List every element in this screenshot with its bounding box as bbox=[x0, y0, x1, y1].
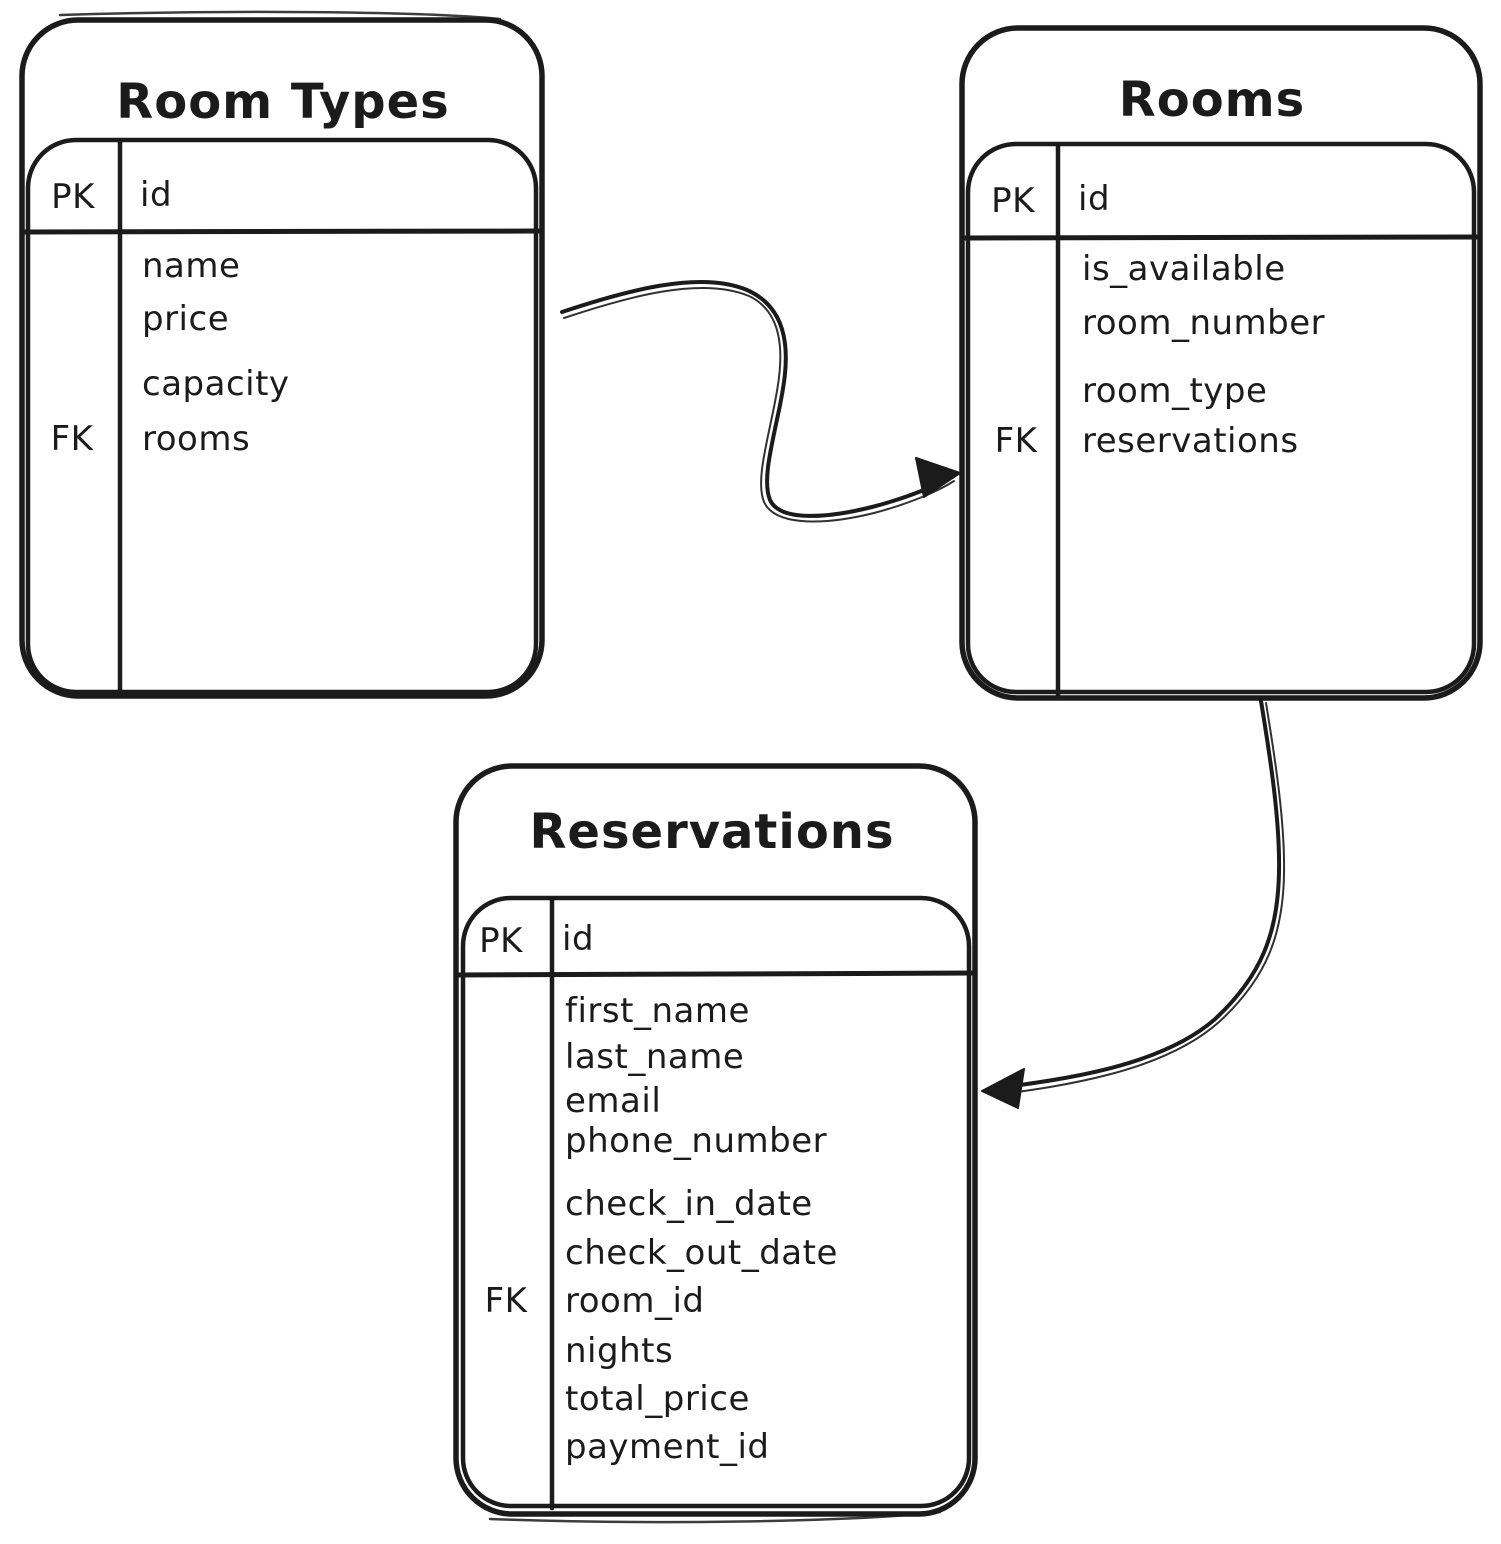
arrowhead-icon bbox=[981, 1068, 1025, 1109]
field-row: capacity bbox=[142, 364, 290, 404]
fk-label: FK bbox=[995, 421, 1039, 461]
field-row: total_price bbox=[565, 1379, 750, 1419]
field-row: name bbox=[142, 246, 240, 286]
field-row: check_out_date bbox=[565, 1233, 838, 1273]
attributes-outline bbox=[965, 141, 1477, 695]
field-name: payment_id bbox=[565, 1427, 769, 1467]
table-outline-overdraw bbox=[58, 10, 502, 21]
pk-row: PK id bbox=[479, 919, 594, 961]
arrow-curve-overdraw bbox=[563, 286, 955, 523]
table-title: Rooms bbox=[1119, 72, 1306, 128]
table-outline bbox=[19, 17, 545, 699]
pk-row: PK id bbox=[51, 175, 172, 217]
pk-field: id bbox=[562, 919, 594, 959]
pk-label: PK bbox=[51, 177, 96, 217]
table-title: Reservations bbox=[529, 804, 894, 860]
field-name: nights bbox=[565, 1331, 673, 1371]
table-outline bbox=[959, 25, 1483, 701]
field-name: price bbox=[142, 299, 229, 339]
field-row: first_name bbox=[565, 991, 750, 1031]
field-name: email bbox=[565, 1081, 661, 1121]
field-row: room_type bbox=[1082, 371, 1267, 411]
fk-label: FK bbox=[51, 419, 95, 459]
table-rooms: Rooms PK id is_available room_number roo… bbox=[959, 25, 1483, 701]
field-row: is_available bbox=[1082, 249, 1286, 289]
header-row-divider bbox=[19, 228, 545, 235]
field-row: FK rooms bbox=[51, 419, 250, 459]
field-name: room_type bbox=[1082, 371, 1267, 411]
arrowhead-icon bbox=[915, 457, 961, 498]
table-outline-overdraw bbox=[488, 1510, 942, 1524]
arrow-curve bbox=[560, 279, 954, 518]
field-row: FK room_id bbox=[485, 1281, 704, 1321]
field-name: capacity bbox=[142, 364, 290, 404]
pk-label: PK bbox=[479, 921, 524, 961]
relationship-arrow-rooms-reservations bbox=[981, 699, 1286, 1109]
field-name: last_name bbox=[565, 1037, 744, 1077]
pk-field: id bbox=[140, 175, 172, 215]
field-row: nights bbox=[565, 1331, 673, 1371]
field-name: name bbox=[142, 246, 240, 286]
header-row-divider bbox=[453, 970, 978, 978]
table-reservations: Reservations PK id first_name last_name … bbox=[453, 763, 978, 1524]
field-row: check_in_date bbox=[565, 1184, 813, 1224]
field-name: room_id bbox=[565, 1281, 704, 1321]
pk-row: PK id bbox=[991, 179, 1110, 221]
table-title: Room Types bbox=[116, 74, 449, 130]
field-name: is_available bbox=[1082, 249, 1286, 289]
field-row: phone_number bbox=[565, 1121, 827, 1161]
pk-label: PK bbox=[991, 181, 1036, 221]
pk-field: id bbox=[1078, 179, 1110, 219]
field-row: room_number bbox=[1082, 303, 1325, 343]
field-name: check_in_date bbox=[565, 1184, 813, 1224]
field-row: payment_id bbox=[565, 1427, 769, 1467]
attributes-outline bbox=[460, 895, 972, 1509]
field-name: reservations bbox=[1082, 421, 1299, 461]
field-row: price bbox=[142, 299, 229, 339]
table-outline bbox=[453, 763, 978, 1517]
fk-label: FK bbox=[485, 1281, 529, 1321]
field-name: phone_number bbox=[565, 1121, 827, 1161]
field-row: last_name bbox=[565, 1037, 744, 1077]
field-name: rooms bbox=[142, 419, 250, 459]
field-name: room_number bbox=[1082, 303, 1325, 343]
field-name: first_name bbox=[565, 991, 750, 1031]
field-row: email bbox=[565, 1081, 661, 1121]
field-name: check_out_date bbox=[565, 1233, 838, 1273]
attributes-outline bbox=[25, 137, 539, 695]
field-row: FK reservations bbox=[995, 421, 1299, 461]
arrow-curve bbox=[988, 699, 1282, 1091]
arrow-curve-overdraw bbox=[994, 702, 1286, 1096]
header-row-divider bbox=[959, 234, 1483, 241]
field-name: total_price bbox=[565, 1379, 750, 1419]
relationship-arrow-roomtypes-rooms bbox=[560, 279, 961, 523]
table-room-types: Room Types PK id name price capacity FK … bbox=[19, 10, 545, 699]
